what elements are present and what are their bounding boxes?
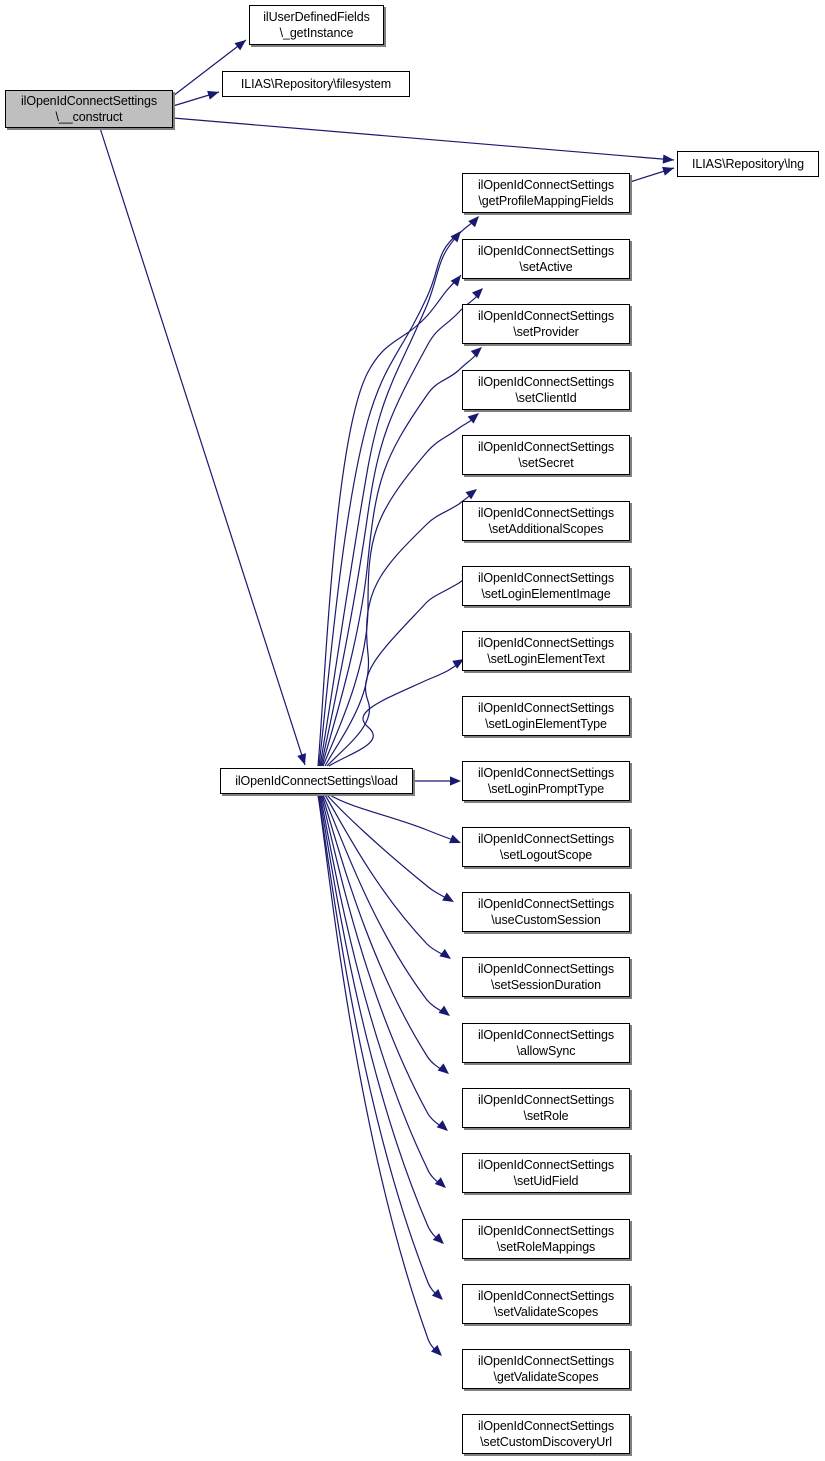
graph-node-setValidateScopes[interactable]: ilOpenIdConnectSettings \setValidateScop…: [462, 1284, 630, 1324]
graph-node-label: ilOpenIdConnectSettings \__construct: [21, 94, 157, 124]
graph-node-label: ilOpenIdConnectSettings \setSessionDurat…: [478, 962, 614, 992]
call-edge: [629, 166, 675, 183]
edge-arrowhead: [438, 1005, 450, 1016]
call-edge: [326, 794, 454, 902]
graph-node-label: ilOpenIdConnectSettings \getValidateScop…: [478, 1354, 614, 1384]
call-edge: [320, 794, 448, 1131]
graph-node-setProvider[interactable]: ilOpenIdConnectSettings \setProvider: [462, 304, 630, 344]
call-edge: [318, 231, 461, 767]
edge-arrowhead: [450, 776, 461, 786]
graph-node-construct[interactable]: ilOpenIdConnectSettings \__construct: [5, 90, 173, 128]
graph-node-label: ilOpenIdConnectSettings \setLogoutScope: [478, 832, 614, 862]
graph-node-label: ilOpenIdConnectSettings \setLoginElement…: [478, 571, 614, 601]
graph-node-setLoginElementImage[interactable]: ilOpenIdConnectSettings \setLoginElement…: [462, 566, 630, 606]
graph-node-label: ilOpenIdConnectSettings \allowSync: [478, 1028, 614, 1058]
edge-arrowhead: [442, 892, 454, 902]
graph-node-setCustomDiscoveryUrl[interactable]: ilOpenIdConnectSettings \setCustomDiscov…: [462, 1414, 630, 1454]
graph-node-setAdditionalScopes[interactable]: ilOpenIdConnectSettings \setAdditionalSc…: [462, 501, 630, 541]
call-edge: [329, 794, 461, 844]
edge-arrowhead: [662, 154, 674, 164]
graph-node-setRoleMappings[interactable]: ilOpenIdConnectSettings \setRoleMappings: [462, 1219, 630, 1259]
graph-node-label: ilOpenIdConnectSettings \setActive: [478, 244, 614, 274]
call-edge: [321, 794, 449, 1074]
graph-node-label: ilOpenIdConnectSettings \setValidateScop…: [478, 1289, 614, 1319]
call-edge: [317, 794, 442, 1356]
graph-node-setLoginPromptType[interactable]: ilOpenIdConnectSettings \setLoginPromptT…: [462, 761, 630, 801]
graph-node-label: ilOpenIdConnectSettings \setProvider: [478, 309, 614, 339]
graph-node-label: ilOpenIdConnectSettings \setLoginElement…: [478, 701, 614, 731]
edge-arrowhead: [439, 948, 451, 959]
graph-node-label: ilOpenIdConnectSettings\load: [235, 774, 398, 788]
call-edge: [324, 489, 477, 767]
call-edge: [317, 794, 443, 1300]
call-edge: [317, 274, 462, 767]
graph-node-setSessionDuration[interactable]: ilOpenIdConnectSettings \setSessionDurat…: [462, 957, 630, 997]
graph-node-useCustomSession[interactable]: ilOpenIdConnectSettings \useCustomSessio…: [462, 892, 630, 932]
graph-node-lng[interactable]: ILIAS\Repository\lng: [677, 151, 819, 177]
call-edge: [322, 794, 450, 1016]
call-edge: [322, 413, 479, 767]
graph-node-label: ilOpenIdConnectSettings \getProfileMappi…: [478, 178, 614, 208]
edge-arrowhead: [431, 1289, 443, 1300]
call-edge: [99, 127, 306, 766]
graph-node-setClientId[interactable]: ilOpenIdConnectSettings \setClientId: [462, 370, 630, 410]
call-edge: [172, 117, 675, 164]
graph-node-label: ILIAS\Repository\lng: [692, 157, 804, 171]
graph-node-getValidateScopes[interactable]: ilOpenIdConnectSettings \getValidateScop…: [462, 1349, 630, 1389]
call-edge: [321, 347, 482, 767]
call-edge: [326, 572, 473, 767]
edge-arrowhead: [207, 90, 219, 100]
graph-node-label: ilOpenIdConnectSettings \setLoginElement…: [478, 636, 614, 666]
call-edge: [319, 794, 446, 1188]
graph-node-setSecret[interactable]: ilOpenIdConnectSettings \setSecret: [462, 435, 630, 475]
graph-node-label: ilOpenIdConnectSettings \setClientId: [478, 375, 614, 405]
graph-node-setUidField[interactable]: ilOpenIdConnectSettings \setUidField: [462, 1153, 630, 1193]
graph-node-label: ILIAS\Repository\filesystem: [240, 77, 392, 91]
call-edge: [413, 776, 461, 786]
edge-arrowhead: [430, 1344, 442, 1356]
graph-node-label: ilUserDefinedFields \_getInstance: [263, 10, 370, 40]
graph-node-setLoginElementText[interactable]: ilOpenIdConnectSettings \setLoginElement…: [462, 631, 630, 671]
call-edge: [328, 659, 464, 767]
edge-arrowhead: [449, 834, 461, 844]
graph-node-setActive[interactable]: ilOpenIdConnectSettings \setActive: [462, 239, 630, 279]
graph-node-label: ilOpenIdConnectSettings \useCustomSessio…: [478, 897, 614, 927]
edge-arrowhead: [432, 1233, 444, 1244]
edge-arrowhead: [467, 413, 479, 424]
edge-arrowhead: [471, 288, 483, 300]
graph-node-getProfileMappingFields[interactable]: ilOpenIdConnectSettings \getProfileMappi…: [462, 173, 630, 213]
graph-node-label: ilOpenIdConnectSettings \setCustomDiscov…: [478, 1419, 614, 1449]
call-edge: [324, 794, 451, 959]
graph-node-label: ilOpenIdConnectSettings \setRoleMappings: [478, 1224, 614, 1254]
edge-arrowhead: [465, 489, 477, 500]
edge-arrowhead: [297, 753, 306, 765]
graph-node-label: ilOpenIdConnectSettings \setUidField: [478, 1158, 614, 1188]
edge-arrowhead: [468, 216, 479, 228]
graph-node-label: ilOpenIdConnectSettings \setSecret: [478, 440, 614, 470]
edge-arrowhead: [436, 1120, 448, 1131]
edge-arrowhead: [470, 347, 482, 358]
graph-node-setLoginElementType[interactable]: ilOpenIdConnectSettings \setLoginElement…: [462, 696, 630, 736]
graph-node-label: ilOpenIdConnectSettings \setRole: [478, 1093, 614, 1123]
call-edge: [318, 794, 444, 1244]
graph-node-setLogoutScope[interactable]: ilOpenIdConnectSettings \setLogoutScope: [462, 827, 630, 867]
call-edge: [319, 216, 479, 767]
edge-arrowhead: [662, 166, 674, 176]
edge-arrowhead: [234, 40, 246, 51]
graph-node-label: ilOpenIdConnectSettings \setAdditionalSc…: [478, 506, 614, 536]
graph-node-setRole[interactable]: ilOpenIdConnectSettings \setRole: [462, 1088, 630, 1128]
graph-node-load[interactable]: ilOpenIdConnectSettings\load: [220, 768, 413, 794]
graph-node-getInstance[interactable]: ilUserDefinedFields \_getInstance: [249, 5, 384, 45]
graph-node-label: ilOpenIdConnectSettings \setLoginPromptT…: [478, 766, 614, 796]
call-edge: [172, 90, 220, 107]
edge-arrowhead: [437, 1063, 449, 1074]
graph-node-filesystem[interactable]: ILIAS\Repository\filesystem: [222, 71, 410, 97]
graph-node-allowSync[interactable]: ilOpenIdConnectSettings \allowSync: [462, 1023, 630, 1063]
edge-arrowhead: [434, 1177, 446, 1188]
